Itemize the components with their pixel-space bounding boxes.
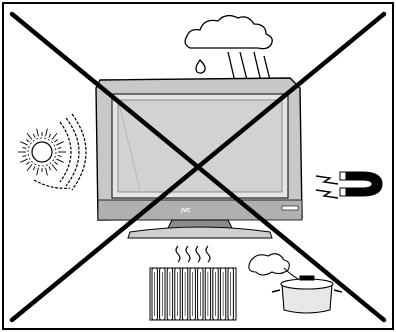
magnet-icon (315, 171, 383, 199)
sun-ray (54, 161, 58, 165)
power-indicator (281, 205, 299, 211)
sun-ray (26, 132, 33, 140)
sun-ray (36, 167, 39, 176)
sun-ray (26, 161, 30, 165)
radiator-icon (149, 245, 237, 321)
sun-ray (20, 141, 28, 146)
sun-ray (22, 155, 27, 157)
prohibition-cross (9, 11, 387, 323)
sun-ray (45, 167, 48, 176)
sun-ray (32, 166, 36, 171)
brand-logo: JVC (180, 208, 191, 214)
sun-ray (56, 141, 64, 146)
tv-stand-base (127, 226, 273, 239)
tv-screen (111, 93, 289, 199)
sun-ray (26, 164, 33, 172)
sun-ray (57, 147, 62, 149)
sun-ray (54, 139, 58, 143)
sun-ray (22, 147, 27, 149)
sun-ray (48, 166, 52, 171)
sun-ray (51, 132, 58, 140)
sun-icon (18, 113, 87, 191)
sun-ray (57, 155, 62, 157)
sun-ray (48, 133, 52, 138)
tv-set: JVC (95, 77, 303, 239)
sun-ray (32, 133, 36, 138)
sun-ray (36, 128, 39, 137)
sun-ray (20, 158, 28, 163)
sun-ray (51, 164, 58, 172)
sun-ray (26, 139, 30, 143)
steaming-pot-icon (248, 253, 343, 314)
sun-ray (45, 128, 48, 137)
sun-ray (56, 158, 64, 163)
